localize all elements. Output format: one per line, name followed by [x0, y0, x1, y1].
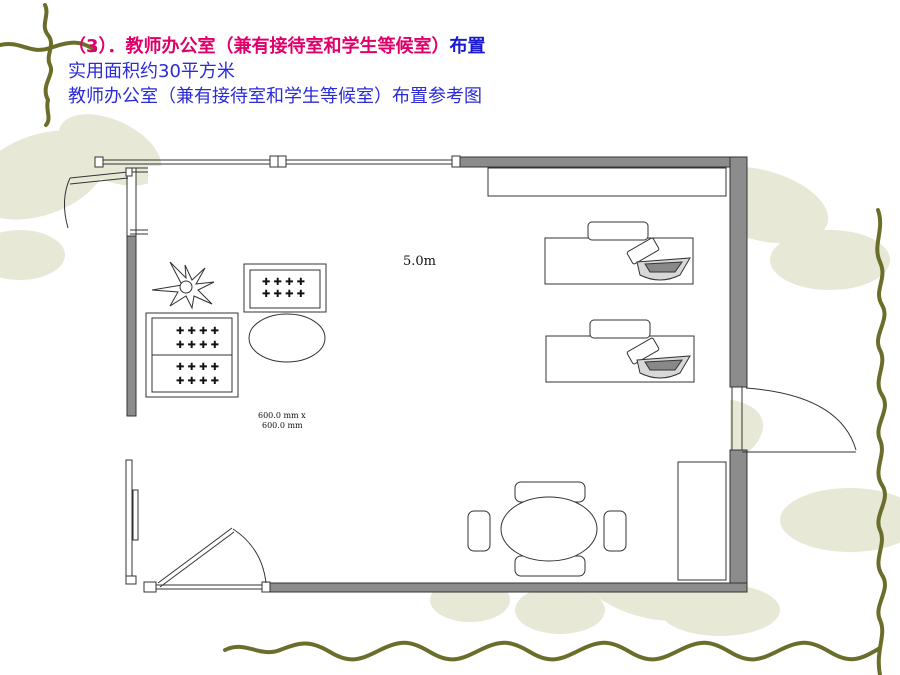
area-line: 实用面积约30平方米 [68, 61, 235, 82]
svg-text:✚ ✚ ✚ ✚: ✚ ✚ ✚ ✚ [176, 340, 219, 351]
desk-1 [544, 221, 694, 285]
top-left-vine [0, 3, 97, 127]
top-window [94, 155, 461, 168]
svg-text:✚ ✚ ✚ ✚: ✚ ✚ ✚ ✚ [176, 362, 219, 373]
svg-text:✚ ✚ ✚ ✚: ✚ ✚ ✚ ✚ [262, 277, 305, 288]
heading-line: （3）．教师办公室（兼有接待室和学生等候室）布置 [68, 34, 486, 59]
bottom-wall [267, 582, 748, 593]
svg-text:✚ ✚ ✚ ✚: ✚ ✚ ✚ ✚ [262, 289, 305, 300]
dimension-label: 5.0m [403, 254, 436, 269]
left-windows [125, 229, 148, 585]
text-block: （3）．教师办公室（兼有接待室和学生等候室）布置 实用面积约30平方米 教师办公… [68, 34, 486, 109]
right-vine [875, 208, 887, 675]
heading-title: 教师办公室（兼有接待室和学生等候室） [125, 36, 450, 57]
right-wall-lower [729, 449, 748, 593]
sofa: ✚ ✚ ✚ ✚ ✚ ✚ ✚ ✚ ✚ ✚ ✚ ✚ ✚ ✚ ✚ ✚ [145, 312, 239, 398]
right-cabinet [677, 461, 727, 581]
coffee-table [248, 313, 326, 363]
armchair: ✚ ✚ ✚ ✚ ✚ ✚ ✚ ✚ [243, 263, 327, 313]
top-wall [459, 156, 748, 168]
svg-text:✚ ✚ ✚ ✚: ✚ ✚ ✚ ✚ [176, 376, 219, 387]
bottom-left-door [143, 527, 271, 593]
sofa-tufts: ✚ ✚ ✚ ✚ ✚ ✚ ✚ ✚ ✚ ✚ ✚ ✚ ✚ ✚ ✚ ✚ [176, 326, 219, 387]
top-cabinet [487, 167, 727, 197]
left-wall-pillar [126, 167, 137, 237]
reference-line: 教师办公室（兼有接待室和学生等候室）布置参考图 [68, 86, 482, 107]
right-wall-upper [729, 156, 748, 388]
left-wall-upper [126, 235, 137, 417]
tile-label-line1: 600.0 mm x [258, 411, 306, 420]
heading-prefix: （3）． [68, 36, 126, 57]
armchair-tufts: ✚ ✚ ✚ ✚ ✚ ✚ ✚ ✚ [262, 277, 305, 300]
top-left-door [64, 167, 148, 229]
plant [151, 261, 215, 310]
meeting-table [467, 481, 627, 577]
svg-text:✚ ✚ ✚ ✚: ✚ ✚ ✚ ✚ [176, 326, 219, 337]
right-door [731, 387, 857, 453]
tile-label-line2: 600.0 mm [262, 421, 303, 430]
desk-2 [545, 319, 695, 383]
heading-suffix: 布置 [449, 36, 486, 57]
bottom-vine [223, 640, 882, 662]
walls [126, 156, 748, 593]
